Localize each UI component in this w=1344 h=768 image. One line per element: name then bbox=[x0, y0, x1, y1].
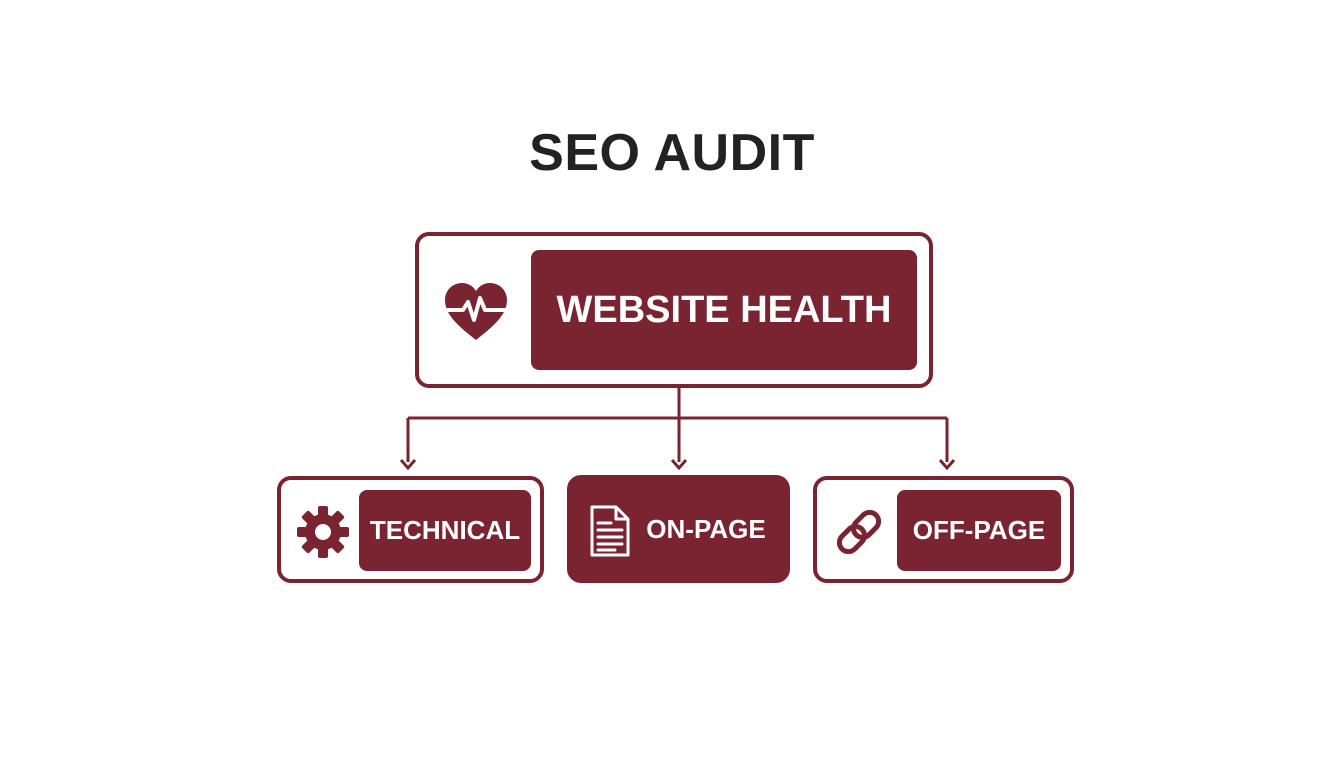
link-icon bbox=[831, 504, 887, 560]
off-page-label: OFF-PAGE bbox=[897, 490, 1061, 571]
document-icon bbox=[583, 503, 635, 559]
gear-icon bbox=[295, 504, 351, 560]
arrowhead-technical bbox=[399, 459, 417, 471]
arrowhead-offpage bbox=[938, 459, 956, 471]
heart-pulse-icon bbox=[441, 280, 511, 344]
on-page-label: ON-PAGE bbox=[646, 513, 766, 544]
technical-node: TECHNICAL bbox=[277, 476, 544, 583]
off-page-node: OFF-PAGE bbox=[813, 476, 1074, 583]
website-health-node: WEBSITE HEALTH bbox=[415, 232, 933, 388]
arrowhead-onpage bbox=[670, 459, 688, 471]
on-page-node: ON-PAGE bbox=[567, 475, 790, 583]
website-health-label: WEBSITE HEALTH bbox=[531, 250, 917, 370]
diagram-title: SEO AUDIT bbox=[529, 124, 815, 182]
technical-label: TECHNICAL bbox=[359, 490, 531, 571]
